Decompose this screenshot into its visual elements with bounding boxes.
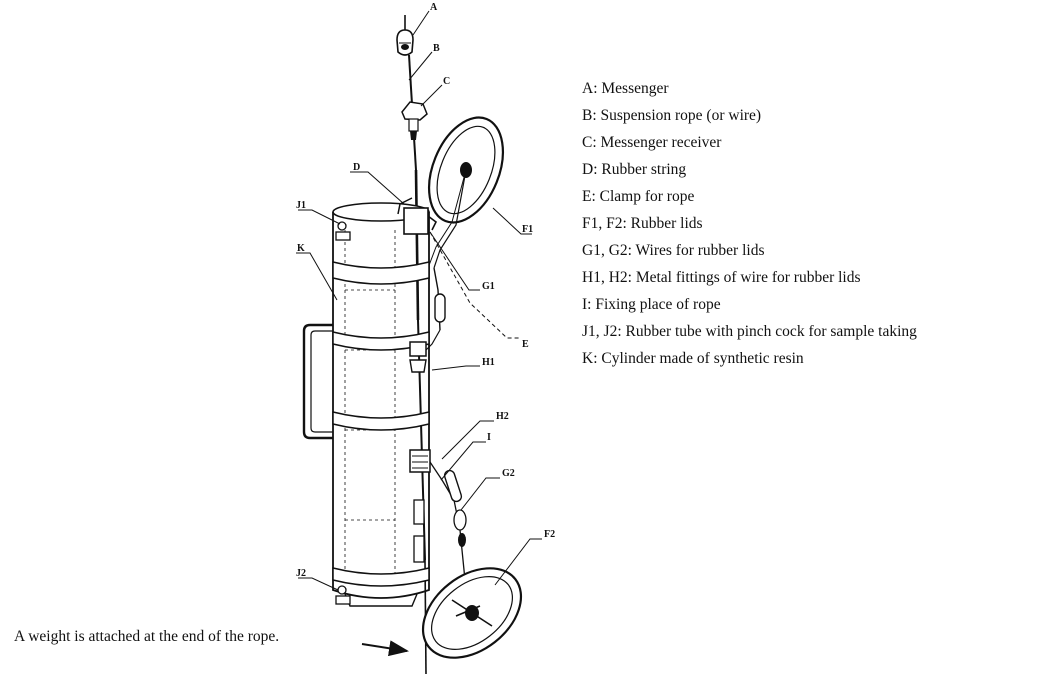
- weight-note: A weight is attached at the end of the r…: [14, 628, 280, 645]
- parts-legend: A: Messenger B: Suspension rope (or wire…: [582, 75, 917, 372]
- callout-f2: F2: [544, 529, 555, 540]
- legend-item-i: I: Fixing place of rope: [582, 296, 721, 313]
- pinch-tube-j1: [335, 221, 351, 241]
- messenger-receiver: [401, 101, 428, 140]
- cylinder-handle: [302, 323, 333, 440]
- legend-item-k: K: Cylinder made of synthetic resin: [582, 350, 804, 367]
- pinch-tube-j2: [335, 585, 351, 605]
- callout-c: C: [443, 76, 450, 87]
- wire-g1: [423, 267, 446, 353]
- legend-item-e: E: Clamp for rope: [582, 188, 695, 205]
- legend-item-g: G1, G2: Wires for rubber lids: [582, 242, 765, 259]
- callout-h2: H2: [496, 411, 509, 422]
- callout-g1: G1: [482, 281, 495, 292]
- callout-i: I: [487, 432, 491, 443]
- legend-item-j: J1, J2: Rubber tube with pinch cock for …: [582, 323, 917, 340]
- rubber-lid-f2: [421, 567, 523, 659]
- legend-item-b: B: Suspension rope (or wire): [582, 107, 762, 124]
- callout-h1: H1: [482, 357, 495, 368]
- metal-fittings: [409, 449, 431, 563]
- leader-lines: [296, 10, 542, 591]
- legend-item-d: D: Rubber string: [582, 161, 687, 178]
- callout-d: D: [353, 162, 360, 173]
- legend-item-c: C: Messenger receiver: [582, 134, 722, 151]
- rubber-lid-f1: [427, 116, 504, 269]
- legend-item-h: H1, H2: Metal fittings of wire for rubbe…: [582, 269, 861, 286]
- callout-f1: F1: [522, 224, 533, 235]
- callout-k: K: [297, 243, 305, 254]
- callout-a: A: [430, 2, 438, 13]
- callout-g2: G2: [502, 468, 515, 479]
- legend-item-f: F1, F2: Rubber lids: [582, 215, 703, 232]
- rubber-string: [397, 197, 438, 235]
- callout-b: B: [433, 43, 440, 54]
- callout-e: E: [522, 339, 529, 350]
- legend-item-a: A: Messenger: [582, 80, 669, 97]
- weight-arrow: [361, 640, 409, 657]
- callout-j2: J2: [296, 568, 306, 579]
- callout-j1: J1: [296, 200, 306, 211]
- messenger-weight: [396, 29, 414, 56]
- rope-clamp: [409, 341, 427, 373]
